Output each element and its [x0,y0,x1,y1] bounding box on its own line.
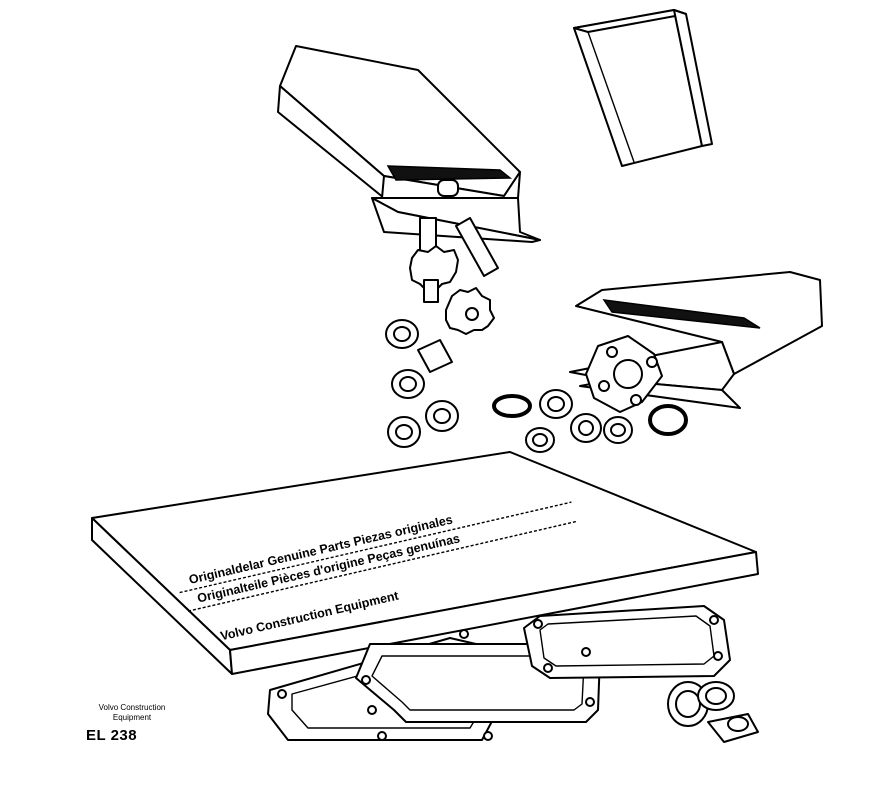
o-ring-2 [648,404,688,436]
small-parts-left [385,179,499,448]
o-ring-1 [492,394,532,418]
bushing [417,339,453,373]
pin [455,217,499,277]
parts-catalogue-book: Originaldelar Genuine Parts Piezas origi… [91,451,759,675]
gaskets [267,605,731,741]
shaft-end [423,279,439,303]
bushing-small [437,179,459,197]
drawing-caption: Volvo Construction Equipment EL 238 [86,703,186,744]
gasket-right [523,605,731,679]
small-parts-right [492,335,688,453]
brand-line-2: Equipment [112,713,152,722]
closed-parts-box [573,9,713,167]
brand-line-1: Volvo Construction [98,703,166,712]
open-parts-box-left [277,45,541,243]
gear-shaft [409,245,459,291]
drawing-code: EL 238 [86,727,138,744]
bearings [667,681,759,743]
